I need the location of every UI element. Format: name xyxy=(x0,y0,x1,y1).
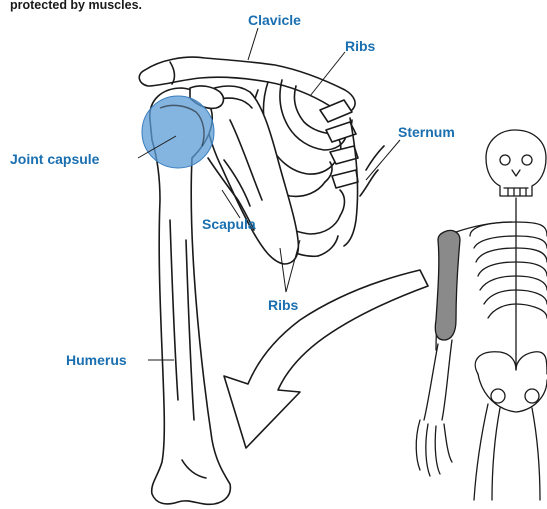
label-humerus: Humerus xyxy=(66,352,127,368)
label-ribs-bottom: Ribs xyxy=(268,297,298,313)
scapula-bone xyxy=(205,86,298,264)
highlighted-small-humerus xyxy=(435,230,460,340)
label-ribs-top: Ribs xyxy=(345,38,375,54)
joint-capsule-highlight xyxy=(142,96,214,168)
direction-arrow xyxy=(224,270,428,448)
label-clavicle: Clavicle xyxy=(248,12,301,28)
label-scapula: Scapula xyxy=(202,216,256,232)
clavicle-leader xyxy=(248,28,258,60)
label-joint-capsule: Joint capsule xyxy=(10,151,99,167)
label-sternum: Sternum xyxy=(398,124,455,140)
